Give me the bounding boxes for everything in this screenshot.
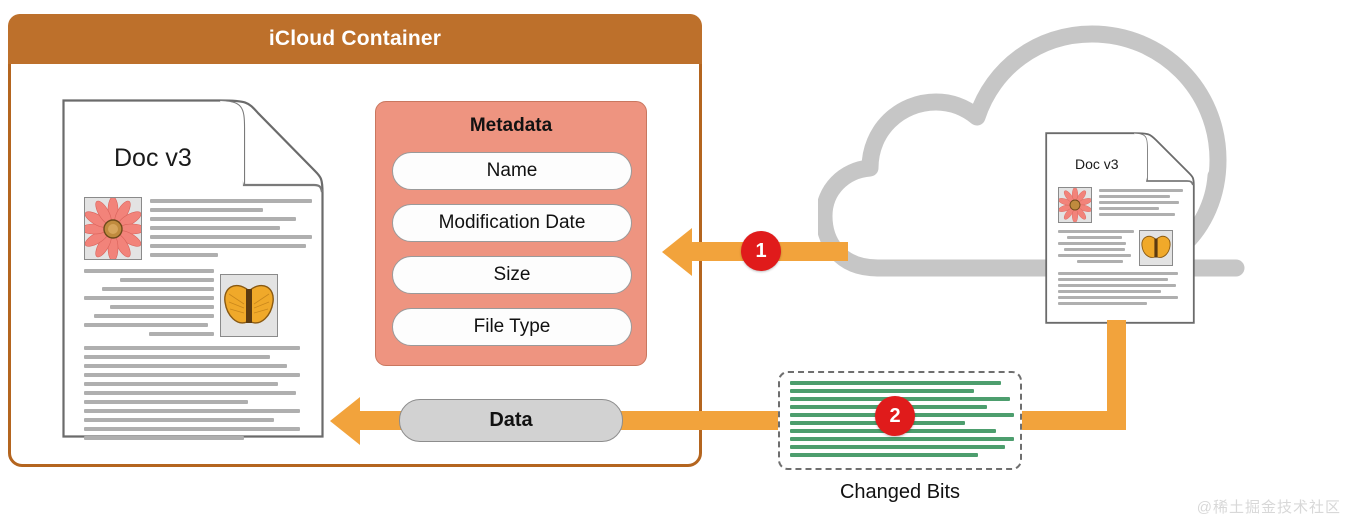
document-text-lines xyxy=(1058,272,1178,308)
document-page-shape xyxy=(62,99,324,438)
metadata-field-modification-date: Modification Date xyxy=(392,204,632,242)
document-text-lines xyxy=(1058,230,1134,266)
connector-vertical xyxy=(1107,320,1126,430)
flower-icon xyxy=(84,197,142,260)
connector-horizontal xyxy=(1018,411,1126,430)
document-text-lines xyxy=(150,199,312,262)
metadata-field-size: Size xyxy=(392,256,632,294)
document-text-lines xyxy=(84,269,214,341)
flower-icon xyxy=(1058,187,1092,223)
changed-bits-label: Changed Bits xyxy=(839,481,961,503)
document-page-shape xyxy=(1045,132,1195,324)
cloud-document-title: Doc v3 xyxy=(1075,156,1119,172)
metadata-arrow-head xyxy=(662,228,692,276)
document-text-lines xyxy=(84,346,300,445)
document-text-lines xyxy=(1099,189,1183,219)
step-badge-2: 2 xyxy=(875,396,915,436)
step-badge-1: 1 xyxy=(741,231,781,271)
watermark: @稀土掘金技术社区 xyxy=(1196,499,1341,516)
metadata-field-name: Name xyxy=(392,152,632,190)
local-document-title: Doc v3 xyxy=(114,144,192,172)
metadata-field-file-type: File Type xyxy=(392,308,632,346)
metadata-panel: Metadata Name Modification Date Size Fil… xyxy=(375,101,647,366)
butterfly-icon xyxy=(220,274,278,337)
icloud-container-title: iCloud Container xyxy=(8,14,702,64)
butterfly-icon xyxy=(1139,230,1173,266)
metadata-title: Metadata xyxy=(469,115,553,136)
local-document: Doc v3 xyxy=(62,99,324,440)
data-arrow-head xyxy=(330,397,360,445)
cloud-document: Doc v3 xyxy=(1045,132,1195,324)
data-label: Data xyxy=(399,399,623,442)
